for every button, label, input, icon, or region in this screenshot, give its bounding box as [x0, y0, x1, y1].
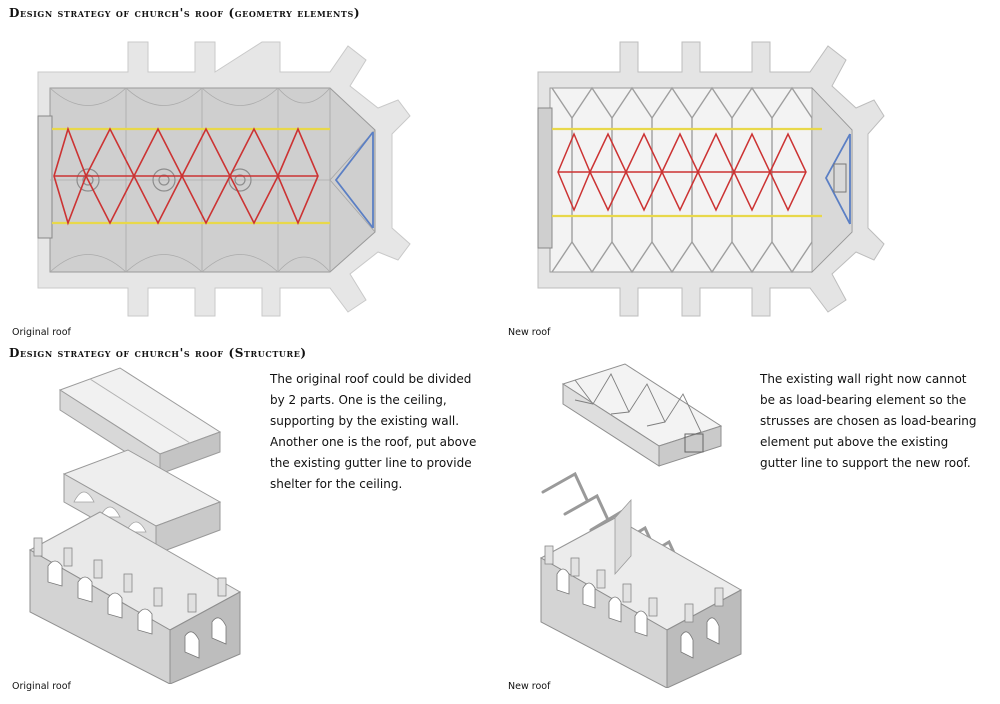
plan-new-caption: New roof	[508, 327, 551, 338]
iso-new-caption: New roof	[508, 681, 551, 692]
plan-original-caption: Original roof	[12, 327, 71, 338]
original-roof-axonometric	[28, 367, 242, 684]
original-roof-description: The original roof could be divided by 2 …	[270, 372, 477, 491]
geometry-heading: Design strategy of church's roof (geomet…	[9, 6, 361, 20]
iso-original-caption: Original roof	[12, 681, 71, 692]
structure-heading: Design strategy of church's roof (Struct…	[9, 346, 307, 360]
original-roof-plan	[37, 41, 411, 317]
new-roof-description: The existing wall right now cannot be as…	[760, 372, 977, 470]
new-roof-axonometric	[539, 363, 743, 688]
new-roof-plan	[537, 41, 885, 317]
